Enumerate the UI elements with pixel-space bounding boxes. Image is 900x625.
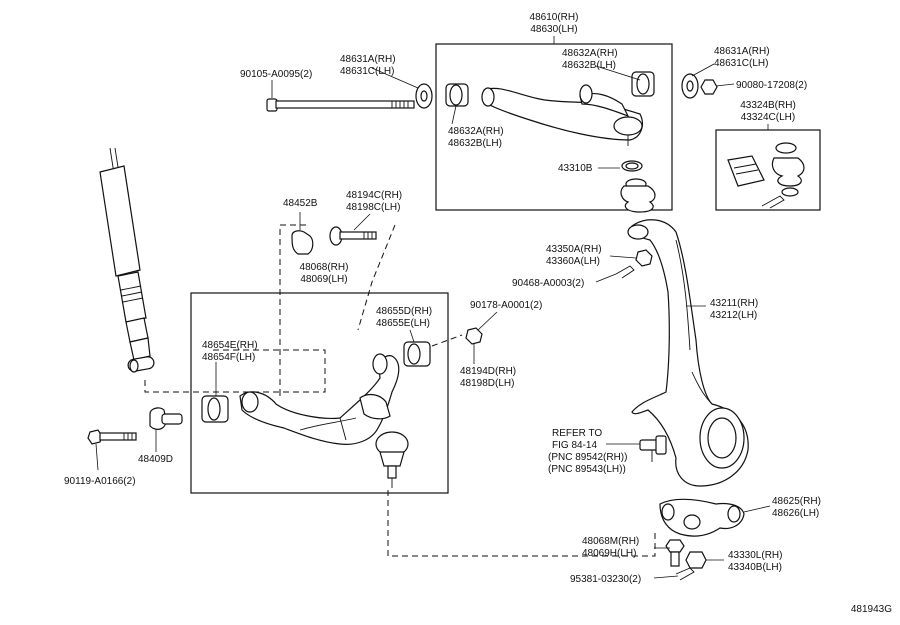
label-48632-top: 48632A(RH)48632B(LH) xyxy=(562,48,618,71)
label-48452b: 48452B xyxy=(283,198,318,209)
shock-absorber xyxy=(99,147,155,373)
upper-arm-bolt xyxy=(266,98,415,112)
label-43350: 43350A(RH)43360A(LH) xyxy=(546,244,602,267)
label-43211: 43211(RH)43212(LH) xyxy=(710,298,758,321)
label-48655: 48655D(RH)48655E(LH) xyxy=(376,306,432,329)
label-48631-right: 48631A(RH)48631C(LH) xyxy=(714,46,770,69)
upper-washer-left xyxy=(415,83,433,109)
label-90105: 90105-A0095(2) xyxy=(240,69,312,80)
label-48068m: 48068M(RH)48069H(LH) xyxy=(582,536,639,559)
cam-bolt-48194c xyxy=(329,226,377,246)
label-48654: 48654E(RH)48654F(LH) xyxy=(202,340,258,363)
abs-sensor xyxy=(639,435,667,462)
cotter-pin-90468 xyxy=(615,265,635,279)
label-90468: 90468-A0003(2) xyxy=(512,278,584,289)
upper-bushing-left xyxy=(445,83,469,107)
upper-bushing-right xyxy=(631,71,655,97)
steering-knuckle xyxy=(627,219,749,487)
snap-ring xyxy=(621,160,643,172)
knuckle-arm-bolt xyxy=(665,539,685,567)
lower-bushing-front xyxy=(201,395,229,423)
diagram-id: 481943G xyxy=(851,604,892,615)
label-48068: 48068(RH)48069(LH) xyxy=(300,262,349,285)
knuckle-arm-nut xyxy=(685,551,707,569)
label-90178: 90178-A0001(2) xyxy=(470,300,542,311)
label-48631-left: 48631A(RH)48631C(LH) xyxy=(340,54,396,77)
label-43330: 43330L(RH)43340B(LH) xyxy=(728,550,782,573)
lower-bushing-rear xyxy=(403,341,431,367)
upper-ball-joint-boot xyxy=(620,178,656,213)
upper-nut xyxy=(700,79,718,95)
lower-cam-bolt-48409d xyxy=(149,407,183,430)
upper-washer-right xyxy=(681,73,699,99)
label-90119: 90119-A0166(2) xyxy=(64,476,136,487)
label-95381: 95381-03230(2) xyxy=(570,574,641,585)
cotter-pin-95381 xyxy=(675,567,695,581)
label-90080: 90080-17208(2) xyxy=(736,80,807,91)
callout-labels: 48610(RH)48630(LH) 90105-A0095(2) 48631A… xyxy=(64,12,892,615)
knuckle-nut-43350 xyxy=(635,249,653,267)
steering-knuckle-arm xyxy=(659,498,745,537)
cam-plate-48452b xyxy=(291,230,314,255)
label-43310b: 43310B xyxy=(558,163,593,174)
lower-arm-group-box xyxy=(190,292,449,494)
label-43324: 43324B(RH)43324C(LH) xyxy=(740,100,796,123)
lower-ball-joint xyxy=(375,431,409,488)
leader-lines xyxy=(95,36,771,579)
assembly-dashed-lines xyxy=(144,224,694,557)
label-48194c: 48194C(RH)48198C(LH) xyxy=(346,190,402,213)
label-48625: 48625(RH)48626(LH) xyxy=(772,496,821,519)
upper-control-arm xyxy=(481,84,643,146)
label-48632-bottom: 48632A(RH)48632B(LH) xyxy=(448,126,504,149)
label-48194d: 48194D(RH)48198D(LH) xyxy=(460,366,516,389)
lower-control-arm xyxy=(239,353,400,445)
label-48409d: 48409D xyxy=(138,454,173,465)
boot-kit-parts xyxy=(727,142,805,209)
lower-bolt-90119 xyxy=(87,429,137,445)
label-48610: 48610(RH)48630(LH) xyxy=(530,12,579,35)
nut-90178 xyxy=(465,327,483,345)
